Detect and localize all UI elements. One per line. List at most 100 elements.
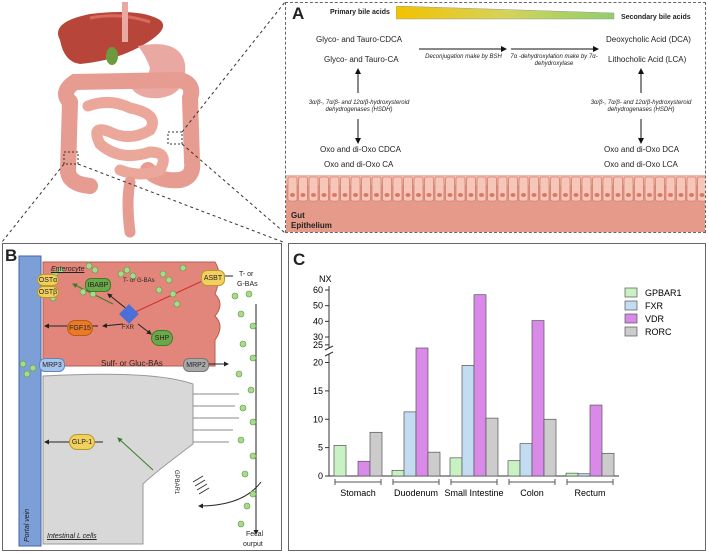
dca-label: Deoxycholic Acid (DCA) bbox=[606, 35, 691, 44]
bile-acid-dot bbox=[237, 520, 245, 528]
epithelial-cell bbox=[287, 176, 298, 202]
bar-vdr-colon bbox=[531, 320, 545, 477]
epithelial-cell bbox=[676, 176, 686, 202]
hsdh-right-label: 3α/β-, 7α/β- and 12α/β-hydroxysteroid de… bbox=[590, 100, 692, 113]
cell-nucleus bbox=[647, 193, 652, 197]
legend-label: FXR bbox=[645, 301, 664, 311]
cell-nucleus bbox=[542, 193, 547, 197]
bile-acid-dot bbox=[237, 310, 245, 318]
cell-nucleus bbox=[657, 193, 663, 197]
epithelial-cell bbox=[298, 176, 308, 202]
epithelial-cell bbox=[371, 176, 382, 202]
cell-nucleus bbox=[458, 193, 463, 197]
epithelial-cell bbox=[560, 176, 571, 202]
legend-label: GPBAR1 bbox=[645, 288, 682, 298]
dehydroxylation-label: 7α -dehydroxylation make by 7α-dehydroxy… bbox=[510, 54, 598, 67]
epithelial-cell bbox=[361, 176, 371, 202]
x-tick-label: Duodenum bbox=[394, 488, 438, 498]
bar-rorc-duodenum bbox=[427, 451, 441, 477]
bile-acid-dot bbox=[249, 452, 257, 460]
bar-fxr-small-intestine bbox=[461, 364, 475, 477]
y-tick-label: 15 bbox=[313, 386, 323, 396]
cell-nucleus bbox=[626, 193, 631, 197]
cell-nucleus bbox=[636, 193, 642, 197]
cell-nucleus bbox=[321, 193, 327, 197]
glyco-cdca-label: Glyco- and Tauro-CDCA bbox=[316, 35, 403, 44]
cell-nucleus bbox=[584, 193, 589, 197]
cell-nucleus bbox=[479, 193, 484, 197]
bile-acid-gradient bbox=[396, 6, 615, 20]
intestinal-l-cells-label: Intestinal L cells bbox=[47, 533, 97, 540]
bile-acid-dot bbox=[165, 276, 173, 284]
epithelial-cell bbox=[445, 176, 455, 202]
bile-acid-dot bbox=[19, 360, 27, 368]
epithelial-cell bbox=[508, 176, 518, 202]
ost-beta-box: OSTβ bbox=[37, 286, 59, 298]
cell-nucleus bbox=[437, 193, 442, 197]
glp1-box: GLP-1 bbox=[69, 434, 95, 450]
epithelial-cell bbox=[497, 176, 508, 202]
oxo-lca-label: Oxo and di-Oxo LCA bbox=[604, 160, 678, 169]
cell-nucleus bbox=[290, 193, 295, 197]
x-tick-label: Stomach bbox=[340, 488, 376, 498]
gut-epithelium bbox=[286, 175, 705, 232]
fgf15-box: FGF15 bbox=[67, 320, 93, 336]
epithelial-cell bbox=[466, 176, 476, 202]
cell-nucleus bbox=[563, 193, 568, 197]
epithelial-cell bbox=[644, 176, 655, 202]
epithelial-cell bbox=[592, 176, 602, 202]
bar-gpbar1-colon bbox=[507, 460, 521, 477]
bile-acid-dot bbox=[239, 404, 247, 412]
cell-nucleus bbox=[521, 193, 526, 197]
epithelial-cell bbox=[550, 176, 560, 202]
oxo-cdca-label: Oxo and di-Oxo CDCA bbox=[320, 145, 401, 154]
enterocyte-label: Enterocyte bbox=[51, 266, 85, 273]
cell-nucleus bbox=[416, 193, 421, 197]
shp-box: SHP bbox=[151, 330, 173, 346]
epithelial-cell bbox=[539, 176, 550, 202]
x-tick-label: Small Intestine bbox=[444, 488, 503, 498]
bar-fxr-colon bbox=[519, 443, 533, 477]
y-tick-label: 40 bbox=[313, 316, 323, 326]
epithelial-cell bbox=[329, 176, 340, 202]
cell-nucleus bbox=[374, 193, 379, 197]
bar-gpbar1-stomach bbox=[333, 445, 347, 477]
epithelial-cell bbox=[571, 176, 581, 202]
y-tick-label: 20 bbox=[313, 358, 323, 368]
digestive-system-illustration bbox=[58, 2, 201, 238]
bar-gpbar1-small-intestine bbox=[449, 457, 463, 477]
bar-fxr-duodenum bbox=[403, 411, 417, 477]
epithelial-cell bbox=[581, 176, 592, 202]
bile-acid-dot bbox=[79, 288, 87, 296]
epithelial-cell bbox=[634, 176, 644, 202]
epithelial-cell bbox=[392, 176, 403, 202]
epithelial-cell bbox=[350, 176, 361, 202]
legend-swatch bbox=[624, 313, 638, 324]
bile-acid-dot bbox=[57, 266, 65, 274]
epithelial-cell bbox=[340, 176, 350, 202]
bile-acid-dot bbox=[123, 266, 131, 274]
y-tick-label: 25 bbox=[313, 340, 323, 350]
legend-label: RORC bbox=[645, 327, 672, 337]
epithelial-cell bbox=[602, 176, 613, 202]
ost-alpha-box: OSTα bbox=[37, 274, 59, 286]
panel-a-arrows bbox=[355, 46, 644, 144]
x-tick-label: Colon bbox=[520, 488, 544, 498]
bile-acid-dot bbox=[155, 286, 163, 294]
bile-acid-dot bbox=[129, 272, 137, 280]
legend-swatch bbox=[624, 326, 638, 337]
cell-nucleus bbox=[678, 193, 684, 197]
hsdh-left-label: 3α/β-, 7α/β- and 12α/β-hydroxysteroid de… bbox=[308, 100, 410, 113]
gut-label: Gut bbox=[291, 211, 305, 220]
bile-acid-dot bbox=[245, 290, 253, 298]
panel-b: B Enterocyte bbox=[2, 243, 282, 551]
epithelial-cell bbox=[518, 176, 529, 202]
epithelial-cell bbox=[487, 176, 497, 202]
epithelial-cell bbox=[424, 176, 434, 202]
bile-acid-dot bbox=[169, 290, 177, 298]
epithelial-cell bbox=[319, 176, 329, 202]
bile-acid-dot bbox=[249, 322, 257, 330]
cell-nucleus bbox=[500, 193, 505, 197]
